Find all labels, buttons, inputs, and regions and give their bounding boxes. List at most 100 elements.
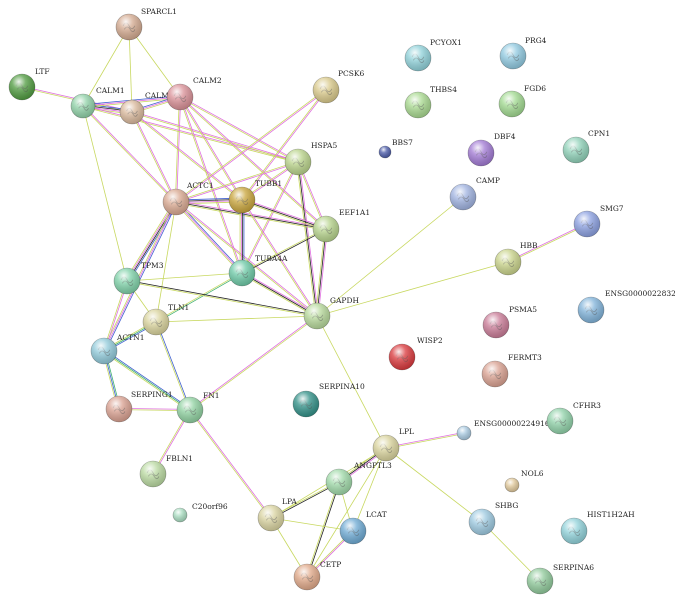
node-gloss — [114, 268, 140, 294]
edge-channel-line — [507, 224, 588, 263]
node-shbg[interactable]: SHBG — [468, 501, 518, 536]
edge-channel-line — [126, 272, 243, 282]
node-label: SERPINA6 — [553, 563, 594, 572]
edge-channel-line — [156, 321, 192, 411]
edge-sparcl1-calm3 — [128, 26, 133, 113]
node-sparcl1[interactable]: SPARCL1 — [115, 7, 177, 41]
node-fn1[interactable]: FN1 — [176, 391, 220, 424]
node-nol6[interactable]: NOL6 — [504, 469, 544, 493]
edge-channel-line — [316, 196, 464, 317]
node-angptl3[interactable]: ANGPTL3 — [325, 461, 392, 496]
edge-gapdh-camp — [316, 196, 464, 317]
edge-tuba4a-tln1 — [155, 272, 243, 323]
node-fgd6[interactable]: FGD6 — [498, 84, 546, 118]
edge-channel-line — [241, 199, 317, 317]
node-ltf[interactable]: LTF — [8, 67, 50, 101]
node-pcsk6[interactable]: PCSK6 — [312, 69, 365, 104]
node-thbs4[interactable]: THBS4 — [404, 85, 457, 119]
edge-eef1a1-gapdh — [315, 228, 328, 317]
edge-channel-line — [178, 96, 242, 274]
node-actn1[interactable]: ACTN1 — [90, 333, 145, 365]
node-eef1a1[interactable]: EEF1A1 — [312, 208, 370, 243]
edge-gapdh-lpl — [316, 315, 387, 449]
node-gloss — [483, 312, 509, 338]
edge-channel-line — [175, 201, 243, 274]
node-wisp2[interactable]: WISP2 — [388, 336, 443, 371]
edge-pcsk6-tubb1 — [241, 89, 327, 201]
edge-channel-line — [270, 517, 354, 532]
node-gloss — [143, 309, 169, 335]
edge-lpl-lcat — [352, 447, 387, 532]
edge-lpa-lcat — [270, 517, 354, 532]
node-gloss — [578, 297, 604, 323]
node-serpina6[interactable]: SERPINA6 — [526, 563, 594, 595]
node-label: TUBA4A — [255, 254, 288, 263]
edge-channel-line — [242, 271, 319, 316]
node-calm3[interactable]: CALM3 — [119, 91, 174, 125]
node-gloss — [405, 92, 431, 118]
edge-gapdh-hbb — [316, 261, 509, 317]
node-cetp[interactable]: CETP — [293, 560, 341, 591]
node-lpa[interactable]: LPA — [257, 497, 297, 532]
edge-tubb1-gapdh — [241, 199, 318, 317]
node-bbs7[interactable]: BBS7 — [378, 138, 413, 159]
node-gloss — [500, 43, 526, 69]
edge-calm3-actc1 — [131, 111, 177, 203]
node-label: PSMA5 — [509, 305, 537, 314]
node-tln1[interactable]: TLN1 — [142, 303, 189, 336]
node-cfhr3[interactable]: CFHR3 — [546, 401, 601, 435]
node-ensg00000224916[interactable]: ENSG00000224916 — [456, 419, 550, 441]
node-fbln1[interactable]: FBLN1 — [139, 454, 193, 488]
node-calm2[interactable]: CALM2 — [166, 76, 222, 111]
node-hist1h2ah[interactable]: HIST1H2AH — [560, 510, 635, 545]
node-gapdh[interactable]: GAPDH — [303, 296, 359, 330]
edge-sparcl1-calm2 — [128, 26, 181, 98]
edge-channel-line — [180, 96, 244, 274]
node-label: HSPA5 — [311, 141, 337, 150]
node-cpn1[interactable]: CPN1 — [562, 129, 610, 164]
node-serping1[interactable]: SERPING1 — [105, 390, 173, 423]
edge-channel-line — [128, 202, 179, 283]
node-lpl[interactable]: LPL — [372, 427, 414, 462]
edge-channel-line — [128, 26, 181, 98]
node-tuba4a[interactable]: TUBA4A — [228, 254, 288, 287]
node-tpm3[interactable]: TPM3 — [113, 261, 164, 295]
node-ensg00000228325[interactable]: ENSG00000228325 — [577, 289, 675, 324]
node-camp[interactable]: CAMP — [449, 176, 500, 211]
edge-channel-line — [102, 351, 190, 412]
node-serpina10[interactable]: SERPINA10 — [292, 382, 365, 418]
edge-channel-line — [82, 105, 128, 282]
edge-channel-line — [317, 228, 328, 317]
node-label: C20orf96 — [192, 502, 228, 511]
node-hspa5[interactable]: HSPA5 — [284, 141, 337, 176]
edge-channel-line — [305, 481, 339, 578]
edge-lpl-shbg — [385, 447, 483, 523]
node-pcyox1[interactable]: PCYOX1 — [404, 38, 462, 72]
node-tubb1[interactable]: TUBB1 — [228, 179, 282, 214]
node-actc1[interactable]: ACTC1 — [162, 181, 214, 216]
edge-channel-line — [82, 106, 176, 203]
edge-channel-line — [155, 201, 177, 323]
edge-channel-line — [154, 321, 190, 411]
edge-hspa5-actc1 — [175, 160, 299, 204]
edge-channel-line — [175, 202, 327, 231]
node-c20orf96[interactable]: C20orf96 — [172, 502, 228, 523]
node-dbf4[interactable]: DBF4 — [467, 132, 516, 167]
node-smg7[interactable]: SMG7 — [573, 204, 624, 238]
node-calm1[interactable]: CALM1 — [70, 86, 125, 119]
node-gloss — [405, 45, 431, 71]
node-label: BBS7 — [392, 138, 413, 147]
edge-channel-line — [103, 350, 191, 411]
node-fermt3[interactable]: FERMT3 — [481, 353, 542, 388]
node-label: GAPDH — [330, 296, 359, 305]
node-lcat[interactable]: LCAT — [339, 510, 387, 545]
node-psma5[interactable]: PSMA5 — [482, 305, 537, 339]
edge-channel-line — [175, 202, 317, 317]
node-label: NOL6 — [521, 469, 544, 478]
node-prg4[interactable]: PRG4 — [499, 36, 547, 70]
node-gloss — [106, 396, 132, 422]
node-gloss — [505, 478, 519, 492]
node-hbb[interactable]: HBB — [494, 241, 538, 276]
node-gloss — [313, 77, 339, 103]
